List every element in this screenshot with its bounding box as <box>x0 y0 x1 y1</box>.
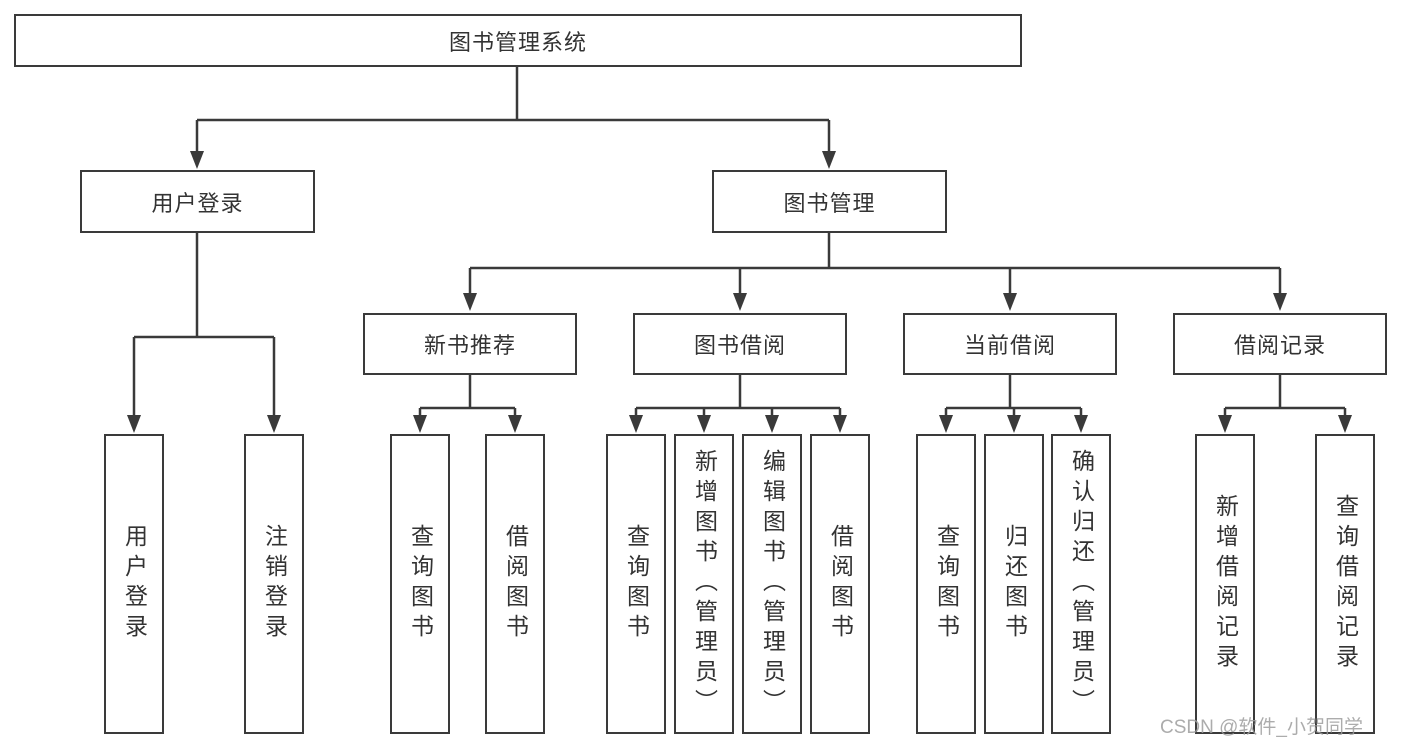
connector-current-borrowing-to-leaves <box>939 375 1088 433</box>
leaf-borrowing-edit-book-admin-label: 编辑图书（管理员） <box>759 449 786 719</box>
node-new-book-recommendation-label: 新书推荐 <box>423 333 516 358</box>
leaf-records-query-record: 查询借阅记录 <box>1315 434 1375 734</box>
node-borrowing-records-label: 借阅记录 <box>1233 333 1326 358</box>
node-book-management-label: 图书管理 <box>783 190 876 216</box>
connector-borrowing-records-to-leaves <box>1218 375 1352 433</box>
node-book-borrowing: 图书借阅 <box>633 313 847 375</box>
node-borrowing-records: 借阅记录 <box>1173 313 1387 375</box>
leaf-recommend-borrow-book: 借阅图书 <box>485 434 545 734</box>
leaf-logout-label: 注销登录 <box>261 524 288 644</box>
leaf-current-confirm-return-admin: 确认归还（管理员） <box>1051 434 1111 734</box>
leaf-user-login-label: 用户登录 <box>121 524 148 644</box>
leaf-recommend-borrow-book-label: 借阅图书 <box>502 524 529 644</box>
connector-book-borrowing-to-leaves <box>629 375 847 433</box>
leaf-borrowing-add-book-admin-label: 新增图书（管理员） <box>691 449 718 719</box>
leaf-records-add-record-label: 新增借阅记录 <box>1212 494 1239 674</box>
node-root-label: 图书管理系统 <box>448 29 587 55</box>
leaf-recommend-query-book-label: 查询图书 <box>407 524 434 644</box>
leaf-records-add-record: 新增借阅记录 <box>1195 434 1255 734</box>
leaf-logout: 注销登录 <box>244 434 304 734</box>
connector-user-login-to-leaves <box>127 233 281 433</box>
leaf-borrowing-add-book-admin: 新增图书（管理员） <box>674 434 734 734</box>
leaf-current-return-book: 归还图书 <box>984 434 1044 734</box>
csdn-watermark: CSDN @软件_小贺同学 <box>1160 717 1363 738</box>
leaf-borrowing-query-book: 查询图书 <box>606 434 666 734</box>
node-current-borrowing: 当前借阅 <box>903 313 1117 375</box>
node-book-management: 图书管理 <box>712 170 947 233</box>
node-user-login: 用户登录 <box>80 170 315 233</box>
connector-new-book-recommendation-to-leaves <box>413 375 522 433</box>
node-book-borrowing-label: 图书借阅 <box>693 333 786 358</box>
leaf-borrowing-query-book-label: 查询图书 <box>623 524 650 644</box>
leaf-borrowing-borrow-book-label: 借阅图书 <box>827 524 854 644</box>
node-new-book-recommendation: 新书推荐 <box>363 313 577 375</box>
leaf-current-return-book-label: 归还图书 <box>1001 524 1028 644</box>
connector-root-to-level2 <box>190 67 836 169</box>
node-current-borrowing-label: 当前借阅 <box>963 333 1056 358</box>
leaf-current-query-book-label: 查询图书 <box>933 524 960 644</box>
leaf-borrowing-borrow-book: 借阅图书 <box>810 434 870 734</box>
leaf-current-query-book: 查询图书 <box>916 434 976 734</box>
leaf-current-confirm-return-admin-label: 确认归还（管理员） <box>1068 449 1095 719</box>
leaf-user-login: 用户登录 <box>104 434 164 734</box>
node-user-login-label: 用户登录 <box>151 190 244 216</box>
leaf-borrowing-edit-book-admin: 编辑图书（管理员） <box>742 434 802 734</box>
connector-book-management-to-level3 <box>463 233 1287 311</box>
node-root: 图书管理系统 <box>14 14 1022 67</box>
leaf-recommend-query-book: 查询图书 <box>390 434 450 734</box>
leaf-records-query-record-label: 查询借阅记录 <box>1332 494 1359 674</box>
